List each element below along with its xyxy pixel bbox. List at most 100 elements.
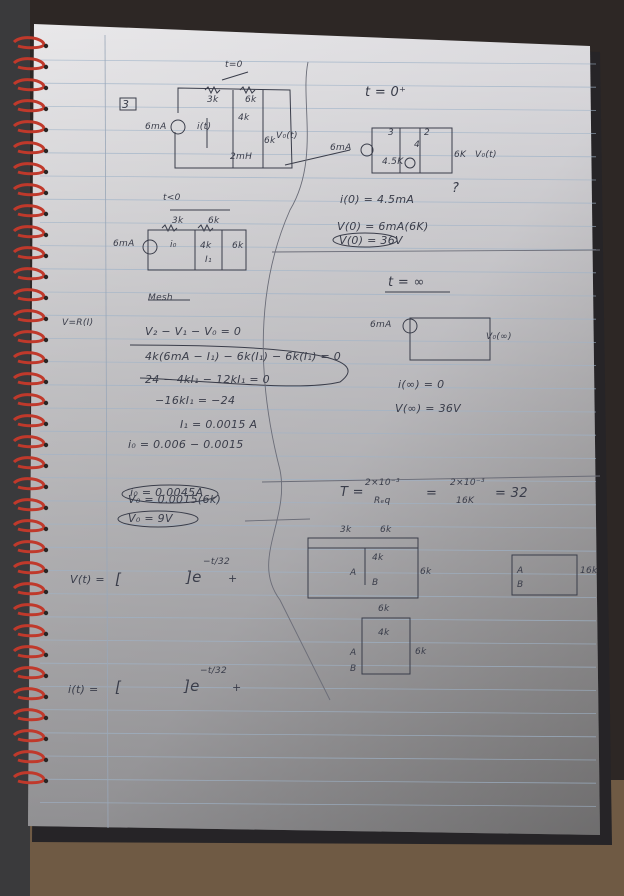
c1-r2: 6k <box>245 95 257 105</box>
vt-lhs: V(t) = <box>70 573 105 586</box>
tau-result: = 32 <box>495 486 528 501</box>
t0plus-eq2: V(0) = 6mA(6K) <box>337 220 429 233</box>
c1-r3: 4k <box>238 113 250 123</box>
t0plus-mark: ? <box>452 181 460 196</box>
punch-hole <box>43 715 49 721</box>
mesh-line: i₀ = 0.006 − 0.0015 <box>128 438 244 451</box>
punch-hole <box>43 526 49 532</box>
c1-source: 6mA <box>145 122 167 132</box>
req-r4: 6k <box>420 567 432 577</box>
spiral-ring <box>12 582 46 596</box>
punch-hole <box>43 610 49 616</box>
spiral-ring <box>12 624 46 638</box>
punch-hole <box>43 421 49 427</box>
tau-num2: 2×10⁻³ <box>450 478 485 488</box>
t0plus-heading: t = 0⁺ <box>365 85 407 100</box>
punch-hole <box>43 274 49 280</box>
tneg-heading: t<0 <box>163 193 181 203</box>
req-node-a2: A <box>350 648 357 658</box>
punch-hole <box>43 169 49 175</box>
spiral-ring <box>12 36 46 50</box>
punch-hole <box>43 190 49 196</box>
spiral-ring <box>12 162 46 176</box>
tneg-loop: I₁ <box>205 255 212 265</box>
switch-label: t=0 <box>225 60 243 70</box>
spiral-ring <box>12 666 46 680</box>
spiral-ring <box>12 414 46 428</box>
mesh-line: 24 − 4kI₁ − 12kI₁ = 0 <box>145 373 270 386</box>
punch-hole <box>43 43 49 49</box>
mesh-line: 4k(6mA − I₁) − 6k(I₁) − 6k(I₁) = 0 <box>145 350 342 363</box>
req-node-a: A <box>350 568 357 578</box>
spiral-ring <box>12 645 46 659</box>
spiral-ring <box>12 78 46 92</box>
punch-hole <box>43 463 49 469</box>
tinf-source: 6mA <box>370 320 392 330</box>
tneg-i0: i₀ <box>170 240 177 250</box>
punch-hole <box>43 64 49 70</box>
spiral-ring <box>12 771 46 785</box>
punch-hole <box>43 547 49 553</box>
spiral-ring <box>12 393 46 407</box>
tau-eq: = <box>426 486 438 501</box>
spiral-ring <box>12 309 46 323</box>
spiral-ring <box>12 687 46 701</box>
punch-hole <box>43 694 49 700</box>
mesh-side-note: V=R(I) <box>62 318 94 328</box>
punch-hole <box>43 253 49 259</box>
tinf-eq1: i(∞) = 0 <box>398 378 445 391</box>
c1-inductor: 2mH <box>230 152 253 162</box>
vt-open: [ <box>115 570 122 588</box>
punch-hole <box>43 400 49 406</box>
spiral-ring <box>12 330 46 344</box>
t0plus-r5: 6K <box>454 150 467 160</box>
mesh-line: i₀ = 0.0045A <box>130 486 204 499</box>
tau-den2: 16K <box>456 496 475 506</box>
punch-hole <box>43 778 49 784</box>
punch-hole <box>43 232 49 238</box>
punch-hole <box>43 379 49 385</box>
spiral-ring <box>12 288 46 302</box>
punch-hole <box>43 127 49 133</box>
spiral-ring <box>12 498 46 512</box>
req-node-b: B <box>372 578 379 588</box>
req-r1: 3k <box>340 525 352 535</box>
t0plus-r2: 2 <box>424 128 431 138</box>
punch-hole <box>43 337 49 343</box>
spiral-ring <box>12 435 46 449</box>
req-r7: 6k <box>415 647 427 657</box>
spiral-ring <box>12 561 46 575</box>
spiral-ring <box>12 540 46 554</box>
mesh-line: V₂ − V₁ − V₀ = 0 <box>145 325 242 338</box>
punch-hole <box>43 736 49 742</box>
tneg-r3: 4k <box>200 241 212 251</box>
punch-hole <box>43 106 49 112</box>
spiral-ring <box>12 204 46 218</box>
c1-r1: 3k <box>207 95 219 105</box>
punch-hole <box>43 589 49 595</box>
c1-voltage: V₀(t) <box>276 131 298 141</box>
req-r8: 16k <box>580 566 598 576</box>
it-open: [ <box>115 678 122 696</box>
req-node-a3: A <box>517 566 524 576</box>
tneg-source: 6mA <box>113 239 135 249</box>
t0plus-source: 6mA <box>330 143 352 153</box>
punch-hole <box>43 505 49 511</box>
t0plus-r4: 4.5K <box>382 157 404 167</box>
tau-num1: 2×10⁻³ <box>365 478 400 488</box>
mesh-line: V₀ = 0.0015(6k) <box>128 493 222 506</box>
mesh-line: I₁ = 0.0015 A <box>180 418 258 431</box>
tneg-r2: 6k <box>208 216 220 226</box>
tinf-eq2: V(∞) = 36V <box>395 402 462 415</box>
req-r6: 4k <box>378 628 390 638</box>
spiral-ring <box>12 372 46 386</box>
spiral-ring <box>12 477 46 491</box>
c1-r4: 6k <box>264 136 276 146</box>
punch-hole <box>43 757 49 763</box>
it-close: ]e <box>184 677 200 695</box>
tinf-heading: t = ∞ <box>388 275 425 290</box>
spiral-ring <box>12 519 46 533</box>
tau-den1: Rₑq <box>374 496 391 506</box>
spiral-ring <box>12 750 46 764</box>
t0plus-r3: 4 <box>414 140 421 150</box>
